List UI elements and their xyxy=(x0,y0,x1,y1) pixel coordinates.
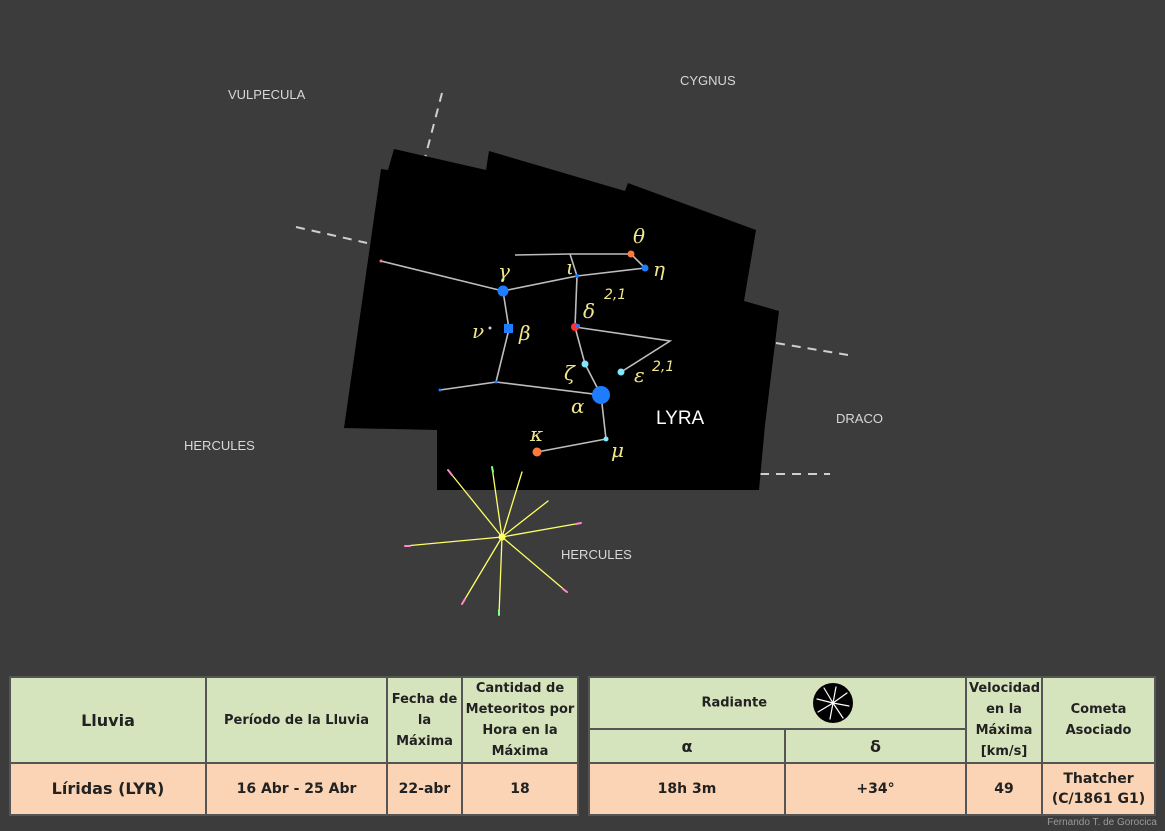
star-theta xyxy=(627,250,635,258)
label-hercules-radiant: HERCULES xyxy=(561,547,632,562)
radiant-burst-icon xyxy=(404,466,582,616)
label-epsilon: ε xyxy=(634,363,645,387)
star-faint-3 xyxy=(438,388,442,392)
value-ra: 18h 3m xyxy=(588,762,786,816)
author-credit: Fernando T. de Gorocica xyxy=(1047,817,1157,828)
star-map: γ ι θ η δ 2,1 ν β ζ ε 2,1 α κ μ LYRA VUL… xyxy=(184,73,883,616)
star-gamma xyxy=(497,285,509,297)
header-velocity: Velocidad en la Máxima [km/s] xyxy=(965,676,1044,764)
header-shower: Lluvia xyxy=(9,676,207,764)
value-comet: Thatcher (C/1861 G1) xyxy=(1041,762,1157,816)
label-mu: μ xyxy=(611,438,624,462)
label-hercules-left: HERCULES xyxy=(184,438,255,453)
value-dec: +34° xyxy=(783,762,968,816)
stars xyxy=(379,250,649,457)
star-mu xyxy=(603,436,609,442)
label-epsilon-mag: 2,1 xyxy=(652,359,674,375)
label-delta: δ xyxy=(583,299,595,323)
label-delta-mag: 2,1 xyxy=(604,287,626,303)
star-zeta xyxy=(581,360,589,368)
value-velocity: 49 xyxy=(965,762,1044,816)
label-draco: DRACO xyxy=(836,411,883,426)
star-vega xyxy=(592,386,610,404)
label-kappa: κ xyxy=(529,422,543,446)
label-zeta: ζ xyxy=(564,361,576,385)
value-shower: Líridas (LYR) xyxy=(9,762,207,816)
header-ra: α xyxy=(588,728,786,764)
star-labels: γ ι θ η δ 2,1 ν β ζ ε 2,1 α κ μ xyxy=(472,224,674,462)
constellation-name: LYRA xyxy=(656,408,705,429)
label-gamma: γ xyxy=(498,259,510,283)
star-eta xyxy=(641,264,649,272)
value-peak-date: 22-abr xyxy=(386,762,463,816)
label-beta: β xyxy=(518,321,531,345)
star-nu xyxy=(488,326,492,330)
value-rate: 18 xyxy=(461,762,579,816)
star-faint-1 xyxy=(379,259,383,263)
label-alpha: α xyxy=(571,394,585,418)
radiant-starburst-icon xyxy=(812,683,853,723)
lyra-sky-region xyxy=(344,149,779,490)
header-period: Período de la Lluvia xyxy=(205,676,388,764)
label-iota: ι xyxy=(566,255,574,279)
boundary-lines xyxy=(295,92,849,475)
value-period: 16 Abr - 25 Abr xyxy=(205,762,388,816)
label-theta: θ xyxy=(633,224,645,248)
star-iota xyxy=(575,274,579,278)
header-peak-date: Fecha de la Máxima xyxy=(386,676,463,764)
label-nu: ν xyxy=(472,319,484,343)
label-cygnus: CYGNUS xyxy=(680,73,736,88)
label-vulpecula: VULPECULA xyxy=(228,87,306,102)
header-radiant: Radiante xyxy=(701,695,768,711)
radiant-info-table: Radiante Velocidad en la Máxima [km/s] C… xyxy=(587,676,1157,816)
shower-info-table: Lluvia Período de la Lluvia Fecha de la … xyxy=(9,676,579,816)
header-rate: Cantidad de Meteoritos por Hora en la Má… xyxy=(461,676,579,764)
header-dec: δ xyxy=(783,728,968,764)
header-comet: Cometa Asociado xyxy=(1041,676,1157,764)
label-eta: η xyxy=(653,257,665,281)
star-epsilon xyxy=(617,368,625,376)
star-kappa xyxy=(532,447,542,457)
star-beta xyxy=(504,324,513,333)
star-delta-companion xyxy=(576,324,580,328)
header-radiant-cell: Radiante xyxy=(587,676,968,730)
star-faint-2 xyxy=(494,380,498,384)
